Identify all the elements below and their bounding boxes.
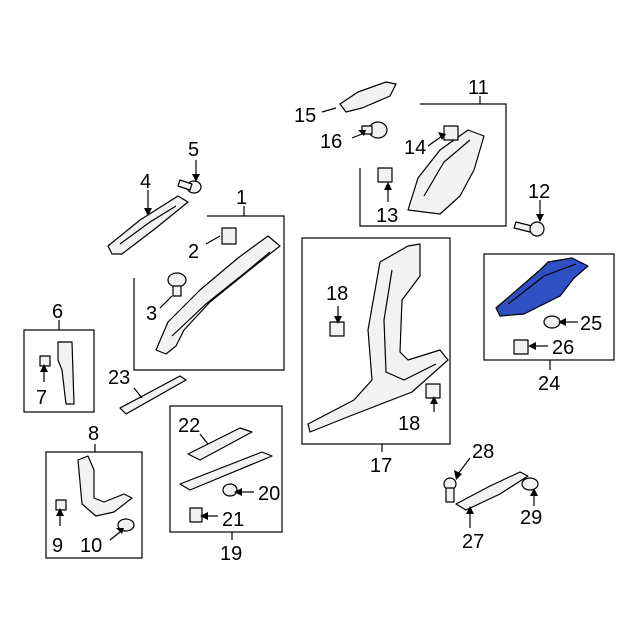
bracket-15[interactable] (339, 81, 397, 113)
callout-18-upper: 18 (326, 283, 348, 305)
group-8-box (45, 451, 143, 559)
callout-21: 21 (222, 509, 244, 531)
callout-4: 4 (140, 171, 151, 193)
callout-26: 26 (552, 337, 574, 359)
callout-22: 22 (178, 415, 200, 437)
group-17-box (301, 237, 451, 445)
trim-8[interactable] (77, 455, 133, 517)
group-17: 17 18 18 (301, 237, 451, 477)
callout-20: 20 (258, 483, 280, 505)
bolt-12-shank (513, 221, 533, 233)
b-pillar-lower-trim[interactable] (307, 243, 449, 433)
callout-29: 29 (520, 507, 542, 529)
fastener-3-stem (172, 285, 182, 297)
clip-7[interactable] (39, 355, 51, 367)
clip-26[interactable] (513, 339, 529, 355)
callout-1: 1 (236, 187, 247, 209)
clip-21[interactable] (189, 507, 203, 523)
bracket-27[interactable] (455, 471, 529, 511)
callout-3: 3 (146, 303, 157, 325)
callout-17: 17 (370, 455, 392, 477)
callout-18-lower: 18 (398, 413, 420, 435)
callout-13: 13 (376, 205, 398, 227)
clip-25[interactable] (543, 315, 561, 329)
clip-2[interactable] (221, 227, 237, 245)
group-27-29: 27 28 29 (443, 441, 542, 553)
callout-2: 2 (188, 241, 199, 263)
callout-14: 14 (404, 137, 426, 159)
bolt-28-shank (445, 487, 455, 503)
trim-6[interactable] (57, 341, 75, 405)
group-12: 12 (513, 181, 550, 237)
callout-11: 11 (468, 77, 489, 99)
group-24-box (483, 253, 615, 361)
group-1-box (133, 215, 285, 371)
callout-27: 27 (462, 531, 484, 553)
callout-5: 5 (188, 139, 199, 161)
rail-22[interactable] (187, 427, 253, 461)
group-1: 1 2 3 (133, 187, 285, 371)
group-11: 11 14 13 (359, 77, 507, 227)
callout-28: 28 (472, 441, 494, 463)
clip-9[interactable] (55, 499, 67, 511)
scuff-strip-23[interactable] (119, 375, 187, 415)
b-pillar-upper-trim[interactable] (407, 129, 485, 215)
callout-23: 23 (108, 367, 130, 389)
group-6: 6 7 (23, 301, 95, 413)
callout-7: 7 (36, 387, 47, 409)
fastener-20[interactable] (222, 483, 238, 497)
clip-18-upper[interactable] (329, 321, 345, 337)
bolt-12[interactable] (529, 221, 545, 237)
callout-16: 16 (320, 131, 342, 153)
callout-19: 19 (220, 543, 242, 565)
group-11-box (359, 103, 507, 227)
group-15-16: 15 16 (294, 81, 397, 153)
group-24: 24 25 26 (483, 253, 615, 395)
group-19-box (169, 405, 283, 533)
highlighted-trim-panel[interactable] (495, 257, 589, 317)
group-23: 23 (108, 367, 187, 415)
callout-25: 25 (580, 313, 602, 335)
callout-8: 8 (88, 423, 99, 445)
clip-29[interactable] (521, 477, 539, 491)
bolt-5-shank (177, 179, 193, 191)
callout-10: 10 (80, 535, 102, 557)
group-8: 8 9 10 (45, 423, 143, 559)
clip-13[interactable] (377, 167, 393, 183)
callout-24: 24 (538, 373, 560, 395)
group-4-5: 4 5 (107, 139, 202, 255)
callout-9: 9 (52, 535, 63, 557)
clip-18-lower[interactable] (425, 383, 441, 399)
group-19: 19 22 20 21 (169, 405, 283, 565)
callout-6: 6 (52, 301, 63, 323)
rail-19[interactable] (179, 451, 273, 491)
callout-15: 15 (294, 105, 316, 127)
fastener-3[interactable] (167, 272, 187, 288)
callout-12: 12 (528, 181, 550, 203)
clip-14[interactable] (443, 125, 459, 141)
